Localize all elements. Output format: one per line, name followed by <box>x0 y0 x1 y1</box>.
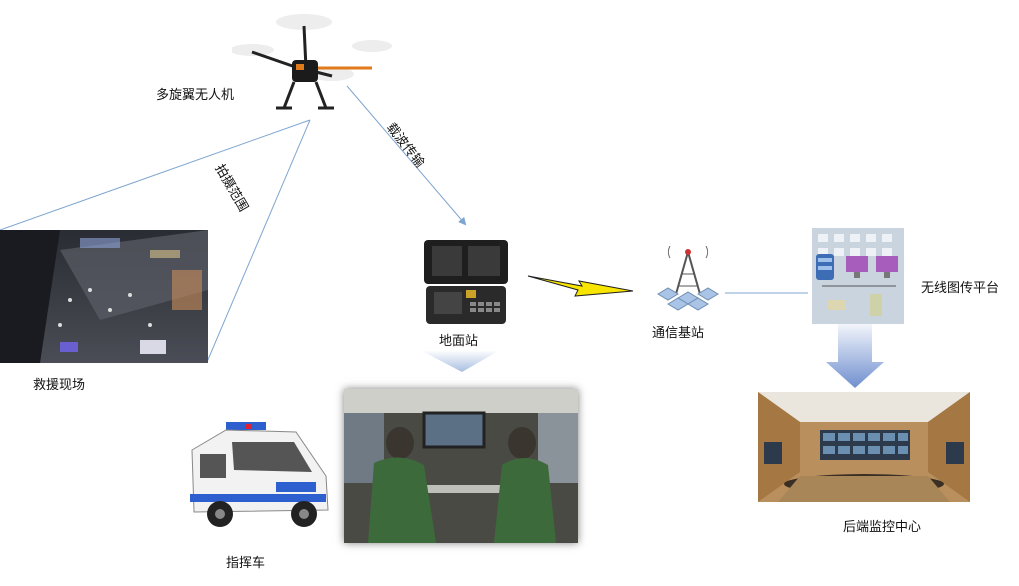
cell-tower-icon <box>657 246 719 311</box>
control-room-photo <box>758 392 970 502</box>
uav-label: 多旋翼无人机 <box>156 88 235 103</box>
wireless-lightning-icon <box>527 275 634 297</box>
police-van-icon <box>190 422 329 527</box>
command-vehicle-interior-photo <box>344 389 578 543</box>
ground-station-case-icon <box>424 240 508 324</box>
ground-station-label: 地面站 <box>439 334 479 349</box>
platform-label: 无线图传平台 <box>921 281 1000 296</box>
platform-down-arrow <box>826 318 884 388</box>
base-station-label: 通信基站 <box>652 326 705 341</box>
ground-station-down-arrow <box>420 350 500 372</box>
range-line-lower <box>206 119 311 363</box>
drone-icon <box>232 14 392 110</box>
rescue-scene-label: 救援现场 <box>33 378 86 393</box>
command-vehicle-label: 指挥车 <box>226 556 266 571</box>
server-building-icon <box>812 228 904 324</box>
range-line-upper <box>0 119 311 231</box>
monitor-center-label: 后端监控中心 <box>843 520 922 535</box>
rescue-scene-photo <box>0 230 208 363</box>
carrier-arrow <box>346 85 467 226</box>
